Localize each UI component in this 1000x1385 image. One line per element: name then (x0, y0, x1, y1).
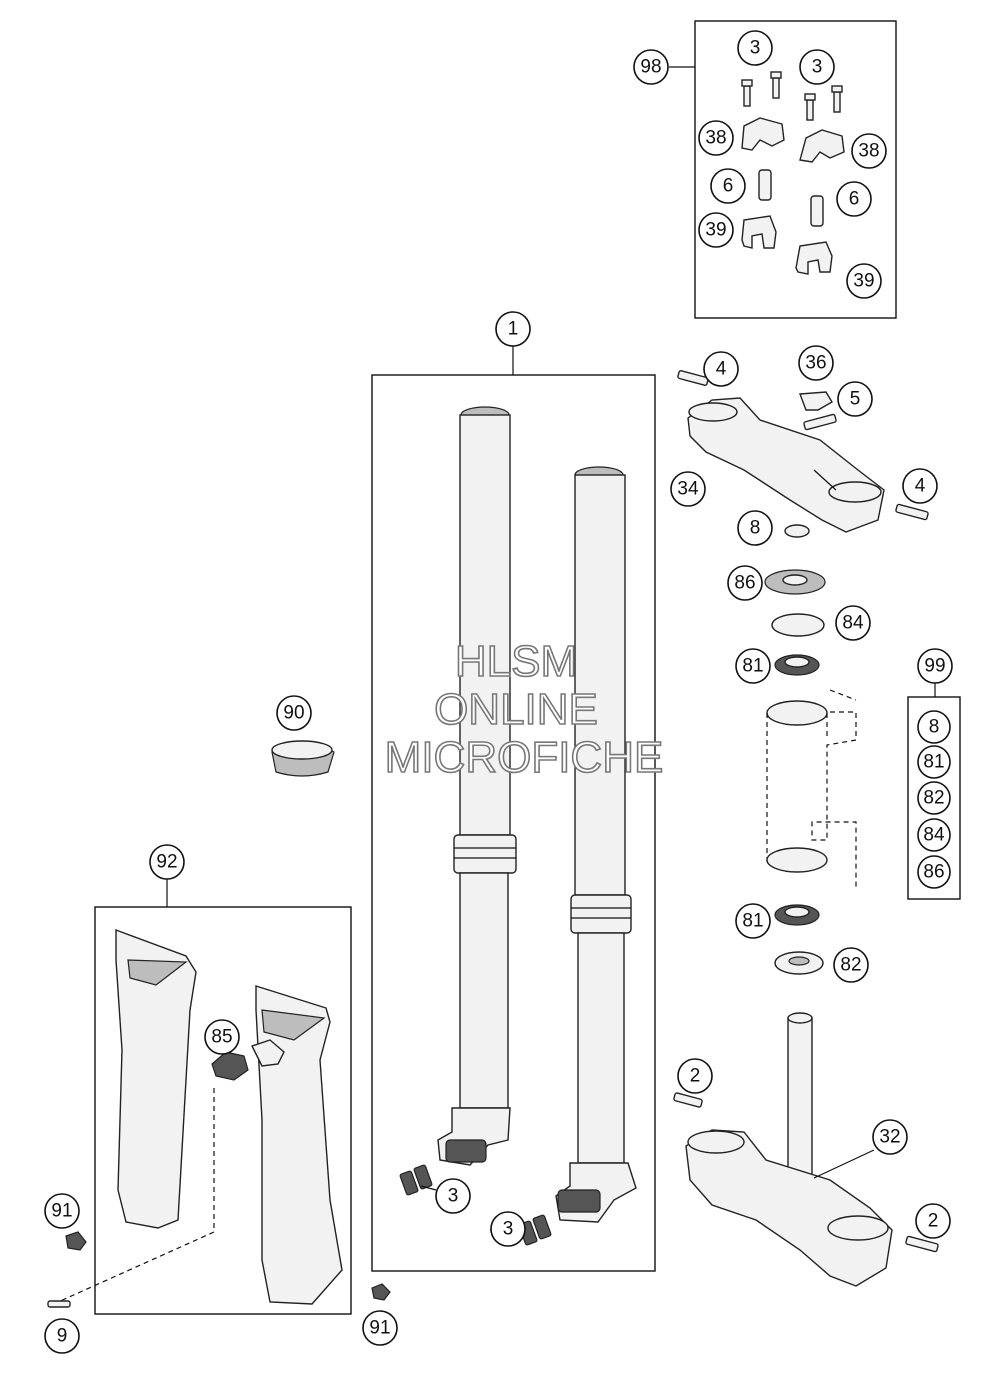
svg-text:86: 86 (734, 573, 755, 594)
callout-39: 39 (846, 263, 882, 299)
callout-86: 86 (727, 565, 763, 601)
callout-5: 5 (837, 381, 873, 417)
svg-text:82: 82 (840, 955, 861, 976)
kit-98-parts (741, 71, 845, 275)
lower-triple-clamp (673, 1012, 939, 1287)
fork-leg-left (437, 406, 517, 1166)
svg-text:2: 2 (928, 1211, 939, 1232)
svg-text:98: 98 (640, 57, 661, 78)
callout-38: 38 (698, 120, 734, 156)
svg-text:6: 6 (849, 189, 860, 210)
fork-clamp-bolts (399, 1164, 552, 1246)
callout-32: 32 (872, 1119, 908, 1155)
steering-bearings-upper (764, 569, 826, 676)
svg-text:4: 4 (716, 359, 727, 380)
svg-text:4: 4 (915, 476, 926, 497)
callout-3: 3 (490, 1211, 526, 1247)
svg-text:81: 81 (742, 911, 763, 932)
callout-91: 91 (362, 1310, 398, 1346)
callout-9: 9 (44, 1318, 80, 1354)
callout-81: 81 (735, 648, 771, 684)
watermark-line-2: ONLINE (434, 685, 598, 734)
svg-text:34: 34 (677, 479, 699, 500)
callout-3: 3 (737, 30, 773, 66)
svg-text:92: 92 (156, 852, 177, 873)
fork-leg-right (555, 466, 637, 1223)
upper-triple-clamp (677, 370, 929, 538)
svg-text:85: 85 (211, 1027, 232, 1048)
callout-8: 8 (737, 510, 773, 546)
svg-text:90: 90 (283, 703, 304, 724)
svg-text:91: 91 (369, 1318, 390, 1339)
callout-81: 81 (735, 903, 771, 939)
callout-1: 1 (495, 311, 531, 347)
callout-85: 85 (204, 1019, 240, 1055)
callout-39: 39 (698, 212, 734, 248)
kit-99-item-81: 81 (917, 745, 951, 779)
callout-91: 91 (44, 1193, 80, 1229)
callout-6: 6 (836, 181, 872, 217)
svg-text:39: 39 (705, 220, 726, 241)
svg-text:8: 8 (750, 518, 761, 539)
callout-2: 2 (915, 1203, 951, 1239)
svg-text:3: 3 (750, 38, 761, 59)
svg-text:36: 36 (805, 353, 826, 374)
watermark-line-1: HLSM (455, 637, 577, 686)
svg-text:9: 9 (57, 1326, 68, 1347)
fork-guard-right (255, 985, 343, 1305)
svg-text:32: 32 (879, 1127, 900, 1148)
callout-84: 84 (835, 605, 871, 641)
fork-protector-ring (271, 740, 335, 777)
callout-3: 3 (799, 49, 835, 85)
svg-text:84: 84 (842, 613, 864, 634)
kit-99-item-86: 86 (917, 855, 951, 889)
steering-bearings-lower (774, 904, 824, 975)
callout-82: 82 (833, 947, 869, 983)
callout-99: 99 (917, 648, 953, 684)
svg-text:86: 86 (923, 862, 944, 883)
svg-text:5: 5 (850, 389, 861, 410)
callout-98: 98 (633, 49, 669, 85)
callout-38: 38 (851, 133, 887, 169)
callout-4: 4 (902, 468, 938, 504)
fork-guard-left (115, 928, 197, 1229)
callout-4: 4 (703, 351, 739, 387)
callout-90: 90 (276, 695, 312, 731)
kit-99-item-82: 82 (917, 781, 951, 815)
callout-6: 6 (710, 168, 746, 204)
svg-text:39: 39 (853, 271, 874, 292)
svg-text:3: 3 (448, 1186, 459, 1207)
svg-text:38: 38 (858, 141, 879, 162)
kit-99-item-8: 8 (917, 710, 951, 744)
steering-head-tube (766, 689, 857, 890)
callout-34: 34 (670, 471, 706, 507)
svg-text:38: 38 (705, 128, 726, 149)
kit-98-frame (694, 20, 897, 319)
callout-92: 92 (149, 844, 185, 880)
watermark-line-3: MICROFICHE (385, 733, 664, 782)
fork-guard-frame (94, 906, 352, 1315)
svg-text:3: 3 (503, 1219, 514, 1240)
svg-text:81: 81 (923, 752, 944, 773)
callout-36: 36 (798, 345, 834, 381)
brake-line-clip (211, 1039, 285, 1081)
svg-text:84: 84 (923, 825, 945, 846)
kit-99-frame (907, 696, 961, 900)
small-bolts (47, 1231, 391, 1308)
kit-99-item-84: 84 (917, 818, 951, 852)
svg-text:82: 82 (923, 788, 944, 809)
svg-text:8: 8 (929, 717, 940, 738)
callout-3: 3 (435, 1178, 471, 1214)
svg-text:91: 91 (51, 1201, 72, 1222)
svg-text:1: 1 (508, 319, 519, 340)
svg-text:2: 2 (690, 1066, 701, 1087)
svg-text:99: 99 (924, 656, 945, 677)
svg-text:3: 3 (812, 57, 823, 78)
callout-2: 2 (677, 1058, 713, 1094)
svg-text:81: 81 (742, 656, 763, 677)
svg-text:6: 6 (723, 176, 734, 197)
